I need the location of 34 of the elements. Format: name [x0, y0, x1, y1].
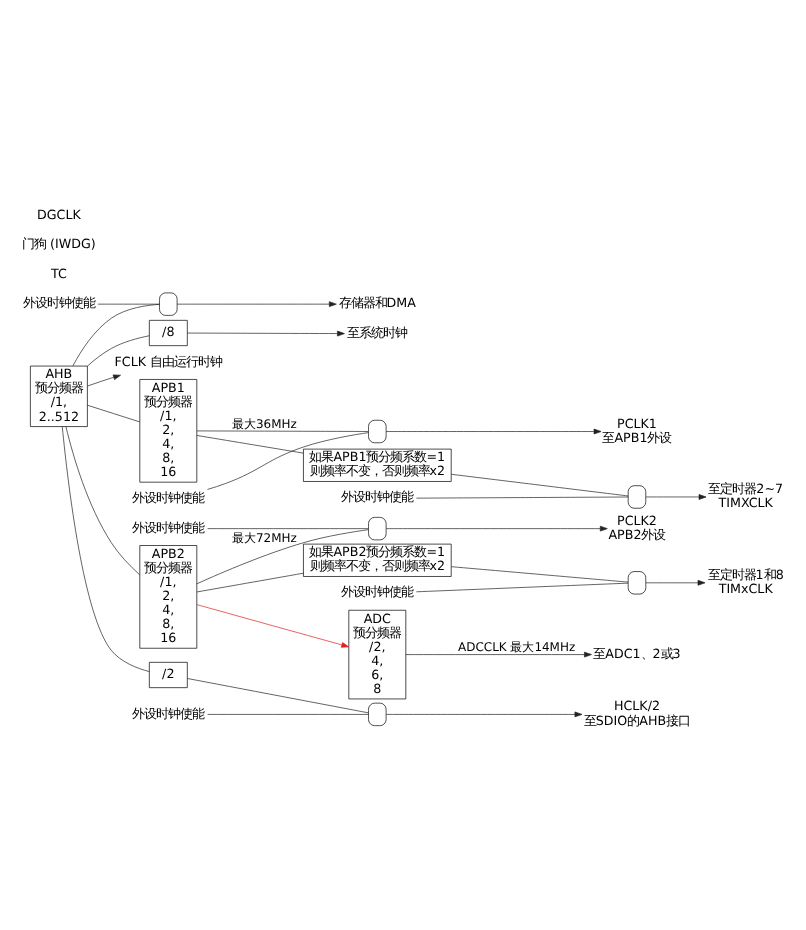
- arrow: [187, 329, 345, 336]
- connector: [87, 403, 141, 422]
- arrow: [176, 300, 337, 306]
- arrow: [196, 603, 350, 647]
- connector: [97, 302, 160, 304]
- arrow: [405, 650, 592, 657]
- connector: [207, 527, 369, 528]
- connector: [65, 425, 141, 575]
- connector: [196, 434, 304, 453]
- arrow: [385, 710, 583, 717]
- connector: [207, 431, 369, 489]
- arrow: [645, 493, 707, 499]
- arrow: [87, 373, 121, 386]
- connector: [61, 425, 150, 671]
- node-gate: [627, 484, 647, 508]
- node-gate: [159, 291, 178, 315]
- node-gate: [368, 701, 387, 725]
- connector: [416, 495, 629, 498]
- connector: [451, 472, 629, 496]
- connector: [416, 581, 629, 592]
- connector: [196, 571, 304, 592]
- connector: [196, 528, 369, 584]
- node-gate: [368, 516, 387, 540]
- arrow: [385, 524, 608, 531]
- connector: [196, 429, 369, 431]
- node-gate: [368, 418, 387, 443]
- connector: [72, 303, 160, 366]
- arrow: [645, 579, 706, 585]
- connector: [207, 713, 369, 714]
- connector: [87, 334, 150, 366]
- node-gate: [627, 570, 647, 594]
- arrow: [385, 427, 602, 434]
- connector: [187, 677, 369, 713]
- connector: [451, 565, 629, 582]
